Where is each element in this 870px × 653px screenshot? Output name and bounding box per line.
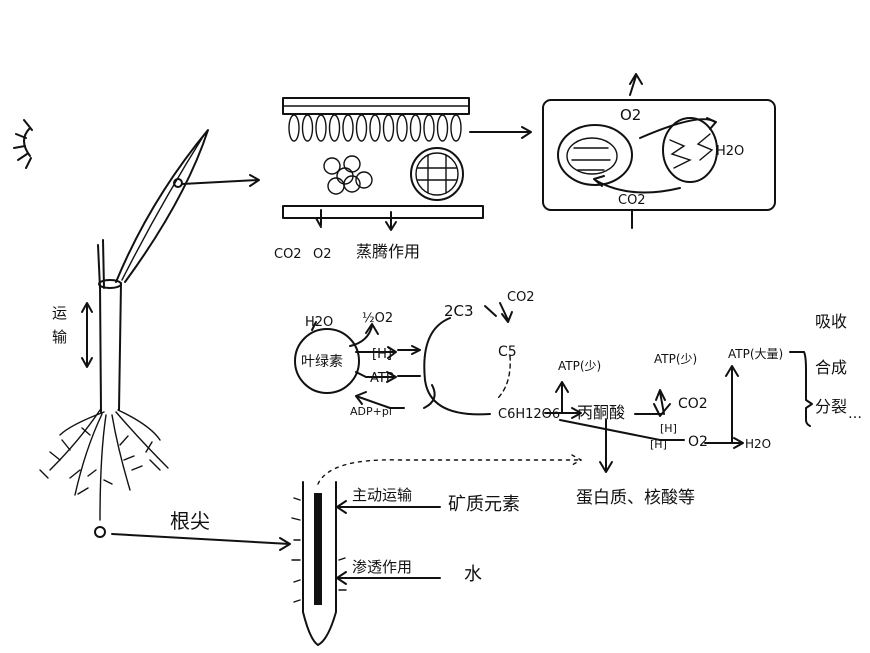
spongy-cell — [355, 171, 373, 189]
palisade-cell — [288, 114, 300, 142]
label-o2-resp: O2 — [688, 434, 708, 450]
palisade-cell — [342, 114, 354, 142]
label-o2-top: O2 — [620, 106, 641, 124]
calvin-cycle — [423, 317, 491, 416]
label-root-tip: 根尖 — [170, 509, 210, 533]
palisade-cell — [450, 114, 462, 142]
h2o-arrow — [311, 321, 317, 331]
organelle-box — [542, 73, 776, 229]
label-h-resp-1: [H] — [660, 422, 677, 435]
label-h2o-in: H2O — [305, 315, 333, 330]
label-transpiration: 蒸腾作用 — [356, 242, 420, 261]
label-2c3: 2C3 — [444, 302, 474, 320]
label-atp-light: ATP — [370, 371, 394, 386]
spongy-cell — [336, 167, 354, 185]
label-co2-leaf: CO2 — [274, 247, 302, 262]
label-co2-resp: CO2 — [678, 396, 708, 412]
label-ellipsis: … — [848, 406, 862, 422]
label-protein: 蛋白质、核酸等 — [576, 488, 695, 508]
label-atp-small-1: ATP(少) — [558, 359, 601, 373]
label-co2-calvin: CO2 — [507, 290, 535, 305]
root-tip-drawing — [291, 481, 441, 646]
label-h-light: [H] — [372, 347, 392, 362]
h-arrow — [355, 346, 397, 359]
palisade-cell — [328, 114, 341, 142]
label-adp-pi: ADP+pi — [350, 405, 392, 418]
palisade-cell — [409, 114, 422, 142]
leaf-section — [282, 97, 484, 231]
palisade-cell — [369, 114, 381, 142]
label-active-transport: 主动运输 — [352, 486, 412, 504]
label-h2o-resp: H2O — [745, 437, 771, 451]
label-water: 水 — [464, 564, 482, 585]
leaf-arrow — [181, 174, 260, 187]
plant-drawing — [39, 129, 209, 538]
label-division: 分裂 — [815, 397, 847, 416]
dotted-transport — [317, 454, 583, 485]
chloroplast-circle — [294, 328, 360, 394]
palisade-cell — [423, 114, 435, 142]
adp-arrow — [355, 391, 405, 409]
label-synthesis: 合成 — [815, 358, 847, 377]
spongy-cell — [323, 157, 341, 175]
label-half-o2: ½O2 — [362, 311, 393, 326]
cell-arrow — [469, 126, 532, 139]
label-co2-cell: CO2 — [618, 193, 646, 208]
label-atp-large: ATP(大量) — [728, 347, 783, 361]
o2-arrow — [349, 323, 379, 347]
label-h-resp-2: [H] — [650, 438, 667, 451]
label-chlorophyll: 叶绿素 — [301, 354, 343, 370]
sun-icon — [13, 119, 33, 169]
palisade-cell — [315, 114, 327, 142]
brace — [789, 351, 813, 427]
label-osmosis: 渗透作用 — [352, 558, 412, 576]
palisade-cell — [382, 114, 395, 142]
atp-arrow — [355, 371, 397, 383]
label-pyruvate: 丙酮酸 — [577, 403, 625, 422]
label-absorb: 吸收 — [815, 312, 847, 331]
label-minerals: 矿质元素 — [448, 494, 520, 515]
label-o2-leaf: O2 — [313, 247, 332, 262]
label-c5: C5 — [498, 344, 517, 360]
label-glucose: C6H12O6 — [498, 407, 560, 422]
spongy-cell — [343, 155, 361, 173]
spongy-cell — [327, 177, 345, 195]
palisade-cell — [355, 114, 368, 142]
palisade-cell — [436, 114, 449, 142]
palisade-cell — [301, 114, 314, 142]
label-h2o-mito: H2O — [716, 144, 744, 159]
root-arrow — [111, 533, 291, 551]
palisade-cell — [396, 114, 408, 142]
label-transport: 运输 — [52, 304, 67, 346]
label-atp-small-2: ATP(少) — [654, 352, 697, 366]
